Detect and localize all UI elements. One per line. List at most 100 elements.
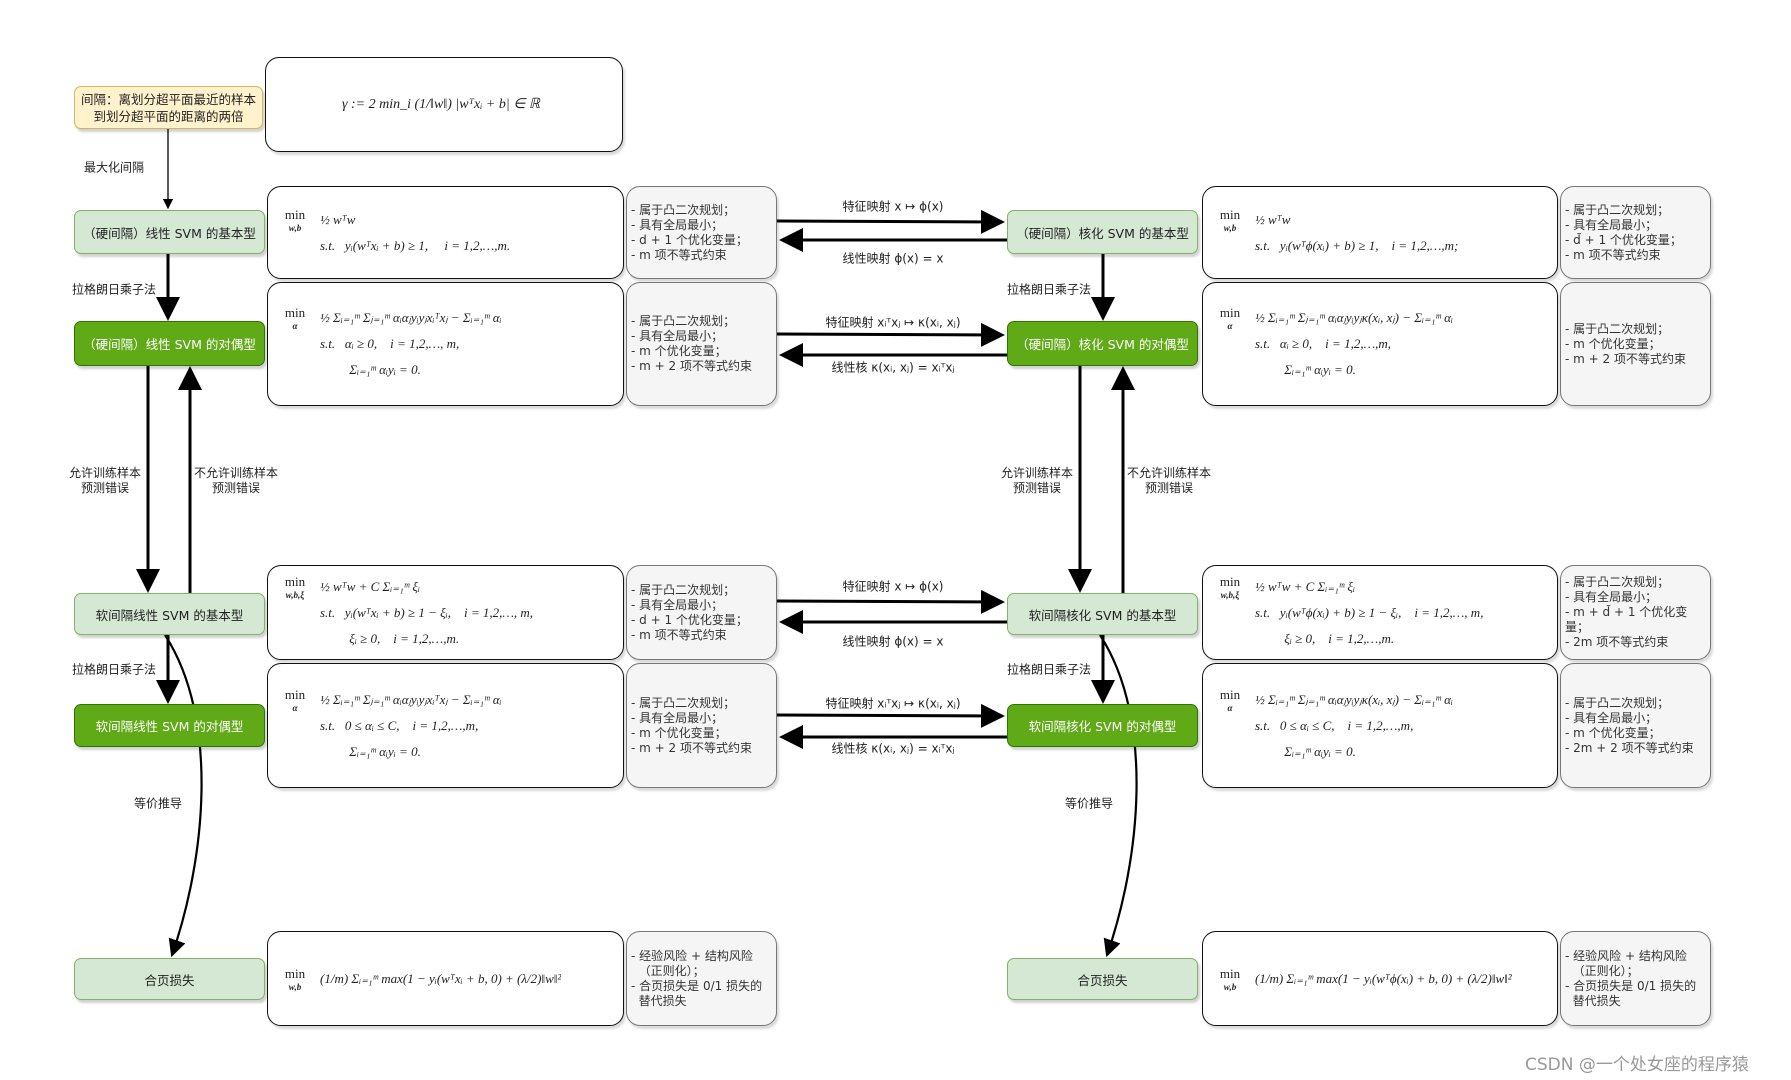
note-item: - m 项不等式约束: [631, 627, 727, 642]
margin-formula-box: γ := 2 min_i (1/‖w‖) |wᵀxᵢ + b| ∈ ℝ: [265, 57, 623, 152]
formula-line: s.t. αᵢ ≥ 0, i = 1,2,…,m,: [1255, 336, 1392, 351]
label-lagrange: 拉格朗日乘子法: [71, 282, 157, 297]
formula-line: s.t. yᵢ(wᵀxᵢ + b) ≥ 1 − ξᵢ, i = 1,2,…, m…: [320, 604, 534, 620]
note-item: - 合页损失是 0/1 损失的: [1565, 978, 1697, 993]
right-hinge-notes: - 经验风险 + 结构风险 （正则化）；- 合页损失是 0/1 损失的 替代损失: [1560, 931, 1711, 1026]
note-item: - 具有全局最小；: [1565, 710, 1658, 725]
label-lagrange-soft: 拉格朗日乘子法: [71, 662, 157, 677]
note-item: - m 个优化变量；: [1565, 336, 1661, 351]
note-item: - 具有全局最小；: [1565, 217, 1658, 232]
note-item: 替代损失: [1565, 993, 1621, 1008]
note-item: - m 个优化变量；: [631, 725, 727, 740]
note-item: - 合页损失是 0/1 损失的: [631, 978, 763, 993]
left-soft-dual-notes: - 属于凸二次规划；- 具有全局最小；- m 个优化变量；- m + 2 项不等…: [626, 663, 777, 788]
watermark: CSDN @一个处女座的程序猿: [1525, 1055, 1749, 1075]
left-soft-primal-node[interactable]: 软间隔线性 SVM 的基本型: [74, 593, 265, 635]
label-feature-map: 特征映射 x ↦ ϕ(x): [842, 197, 944, 215]
note-item: - 属于凸二次规划；: [1565, 575, 1670, 589]
note-item: - 经验风险 + 结构风险: [1565, 948, 1687, 963]
label-allow-errors-kernel: 允许训练样本 预测错误: [1000, 466, 1074, 495]
formula-line: (1/m) Σᵢ₌₁ᵐ max(1 − yᵢ(wᵀϕ(xᵢ) + b, 0) +…: [1255, 970, 1512, 986]
note-item: - m 项不等式约束: [1565, 247, 1661, 262]
left-hard-primal-node[interactable]: （硬间隔）线性 SVM 的基本型: [74, 210, 265, 254]
label-lagrange-soft-kernel: 拉格朗日乘子法: [1006, 662, 1092, 677]
formula-line: s.t. yᵢ(wᵀϕ(xᵢ) + b) ≥ 1 − ξᵢ, i = 1,2,……: [1255, 604, 1484, 620]
left-soft-dual-node[interactable]: 软间隔线性 SVM 的对偶型: [74, 704, 265, 747]
note-item: - 2m + 2 项不等式约束: [1565, 740, 1694, 755]
left-hinge-node[interactable]: 合页损失: [74, 958, 265, 1000]
right-hard-dual-node[interactable]: （硬间隔）核化 SVM 的对偶型: [1007, 321, 1198, 366]
left-hard-dual-node[interactable]: （硬间隔）线性 SVM 的对偶型: [74, 321, 265, 366]
right-soft-primal-node[interactable]: 软间隔核化 SVM 的基本型: [1007, 593, 1198, 635]
right-soft-dual-notes: - 属于凸二次规划；- 具有全局最小；- m 个优化变量；- 2m + 2 项不…: [1560, 663, 1711, 788]
formula-line: s.t. 0 ≤ αᵢ ≤ C, i = 1,2,…,m,: [1255, 717, 1414, 733]
formula-line: Σᵢ₌₁ᵐ αᵢyᵢ = 0.: [320, 362, 421, 377]
note-item: - m 个优化变量；: [631, 344, 727, 358]
note-item: - 具有全局最小；: [631, 710, 724, 725]
label-allow-errors: 允许训练样本 预测错误: [68, 466, 142, 495]
note-item: - d + 1 个优化变量；: [631, 612, 748, 627]
formula-line: ξᵢ ≥ 0, i = 1,2,…,m.: [1255, 630, 1395, 646]
left-hinge-notes: - 经验风险 + 结构风险 （正则化）；- 合页损失是 0/1 损失的 替代损失: [626, 931, 777, 1026]
right-hinge-node[interactable]: 合页损失: [1007, 958, 1198, 1000]
label-disallow-errors-kernel: 不允许训练样本 预测错误: [1126, 466, 1212, 495]
formula-line: ½ wᵀw: [1255, 211, 1291, 227]
formula-line: ½ Σᵢ₌₁ᵐ Σⱼ₌₁ᵐ αᵢαⱼyᵢyⱼxᵢᵀxⱼ − Σᵢ₌₁ᵐ αᵢ: [320, 691, 502, 707]
formula-line: ½ Σᵢ₌₁ᵐ Σⱼ₌₁ᵐ αᵢαⱼyᵢyⱼxᵢᵀxⱼ − Σᵢ₌₁ᵐ αᵢ: [320, 310, 502, 325]
note-item: - 属于凸二次规划；: [1565, 321, 1670, 336]
note-item: - m 项不等式约束: [631, 247, 727, 262]
formula-line: s.t. yᵢ(wᵀϕ(xᵢ) + b) ≥ 1, i = 1,2,…,m;: [1255, 237, 1459, 253]
formula-line: ½ Σᵢ₌₁ᵐ Σⱼ₌₁ᵐ αᵢαⱼyᵢyⱼκ(xᵢ, xⱼ) − Σᵢ₌₁ᵐ …: [1255, 310, 1453, 325]
note-item: - 具有全局最小；: [631, 329, 724, 343]
left-hard-dual-notes: - 属于凸二次规划；- 具有全局最小；- m 个优化变量；- m + 2 项不等…: [626, 282, 777, 406]
label-lagrange-kernel: 拉格朗日乘子法: [1006, 282, 1092, 297]
label-linear-map: 线性映射 ϕ(x) = x: [842, 249, 944, 267]
note-item: - 属于凸二次规划；: [631, 314, 736, 328]
formula-line: ½ wᵀw + C Σᵢ₌₁ᵐ ξᵢ: [320, 578, 421, 594]
label-equivalent: 等价推导: [133, 796, 183, 811]
note-item: - 具有全局最小；: [631, 217, 724, 232]
label-feature-map-soft: 特征映射 x ↦ ϕ(x): [842, 577, 944, 595]
formula-line: ½ wᵀw + C Σᵢ₌₁ᵐ ξᵢ: [1255, 578, 1356, 594]
note-item: - 属于凸二次规划；: [631, 202, 736, 217]
formula-line: (1/m) Σᵢ₌₁ᵐ max(1 − yᵢ(wᵀxᵢ + b, 0) + (λ…: [320, 970, 562, 986]
left-hard-primal-notes: - 属于凸二次规划；- 具有全局最小；- d + 1 个优化变量；- m 项不等…: [626, 186, 777, 279]
right-hard-dual-notes: - 属于凸二次规划；- m 个优化变量；- m + 2 项不等式约束: [1560, 282, 1711, 406]
note-item: - 2m 项不等式约束: [1565, 635, 1669, 649]
label-feature-kernel: 特征映射 xᵢᵀxⱼ ↦ κ(xᵢ, xⱼ): [825, 313, 961, 331]
formula-line: s.t. 0 ≤ αᵢ ≤ C, i = 1,2,…,m,: [320, 717, 479, 733]
note-item: - m + 2 项不等式约束: [1565, 351, 1686, 366]
right-soft-dual-node[interactable]: 软间隔核化 SVM 的对偶型: [1007, 704, 1198, 747]
note-item: - d + 1 个优化变量；: [631, 232, 748, 247]
right-hard-primal-node[interactable]: （硬间隔）核化 SVM 的基本型: [1007, 210, 1198, 254]
formula-line: s.t. αᵢ ≥ 0, i = 1,2,…, m,: [320, 336, 460, 351]
label-linear-map-soft: 线性映射 ϕ(x) = x: [842, 632, 944, 650]
label-linear-kernel: 线性核 κ(xᵢ, xⱼ) = xᵢᵀxⱼ: [831, 358, 955, 376]
left-soft-primal-notes: - 属于凸二次规划；- 具有全局最小；- d + 1 个优化变量；- m 项不等…: [626, 565, 777, 660]
formula-line: Σᵢ₌₁ᵐ αᵢyᵢ = 0.: [1255, 362, 1356, 377]
note-item: （正则化）；: [631, 963, 705, 978]
right-hard-primal-notes: - 属于凸二次规划；- 具有全局最小；- d̃ + 1 个优化变量；- m 项不…: [1560, 186, 1711, 279]
formula-line: Σᵢ₌₁ᵐ αᵢyᵢ = 0.: [1255, 743, 1356, 759]
note-item: - 具有全局最小；: [1565, 590, 1658, 604]
note-item: - 属于凸二次规划；: [1565, 202, 1670, 217]
formula-line: ½ Σᵢ₌₁ᵐ Σⱼ₌₁ᵐ αᵢαⱼyᵢyⱼκ(xᵢ, xⱼ) − Σᵢ₌₁ᵐ …: [1255, 691, 1453, 707]
note-item: （正则化）；: [1565, 963, 1639, 978]
